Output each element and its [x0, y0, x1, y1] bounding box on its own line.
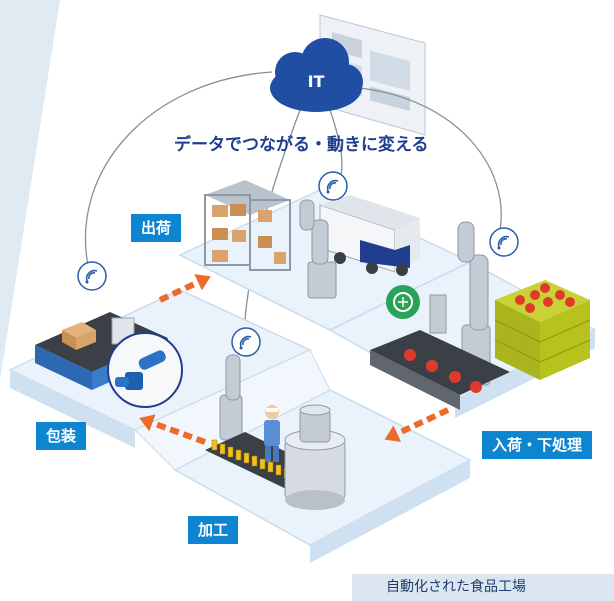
- worker-figure: [264, 405, 280, 462]
- wifi-icon: [77, 261, 107, 291]
- robot-arm-zoom: [107, 332, 183, 408]
- headline: データでつながる・動きに変える: [174, 135, 429, 155]
- station-label-shipping: 出荷: [131, 214, 182, 242]
- tomato-crates: [494, 280, 591, 380]
- arrow-icon: [158, 274, 211, 303]
- station-label-packaging: 包装: [36, 422, 87, 450]
- caption: 自動化された食品工場: [352, 574, 614, 601]
- station-label-receiving: 入荷・下処理: [482, 431, 593, 459]
- floor-edge: [10, 370, 135, 448]
- warehouse-shelf: [204, 180, 291, 271]
- truck-icon: [319, 195, 420, 276]
- wifi-icon: [231, 327, 261, 357]
- ai-brain-icon: [386, 285, 420, 319]
- background-band: [0, 0, 60, 380]
- cloud-label: IT: [307, 72, 325, 91]
- wifi-icon: [489, 227, 519, 257]
- robot-arm-icon: [299, 199, 337, 299]
- arrow-icon: [384, 407, 450, 442]
- conveyor-icon: [370, 294, 510, 410]
- cloud-icon: [270, 38, 363, 112]
- filling-machine: [284, 404, 346, 510]
- floor-edge: [310, 460, 470, 563]
- station-label-processing: 加工: [188, 516, 239, 544]
- arrow-icon: [139, 414, 207, 445]
- wifi-icon: [318, 171, 348, 201]
